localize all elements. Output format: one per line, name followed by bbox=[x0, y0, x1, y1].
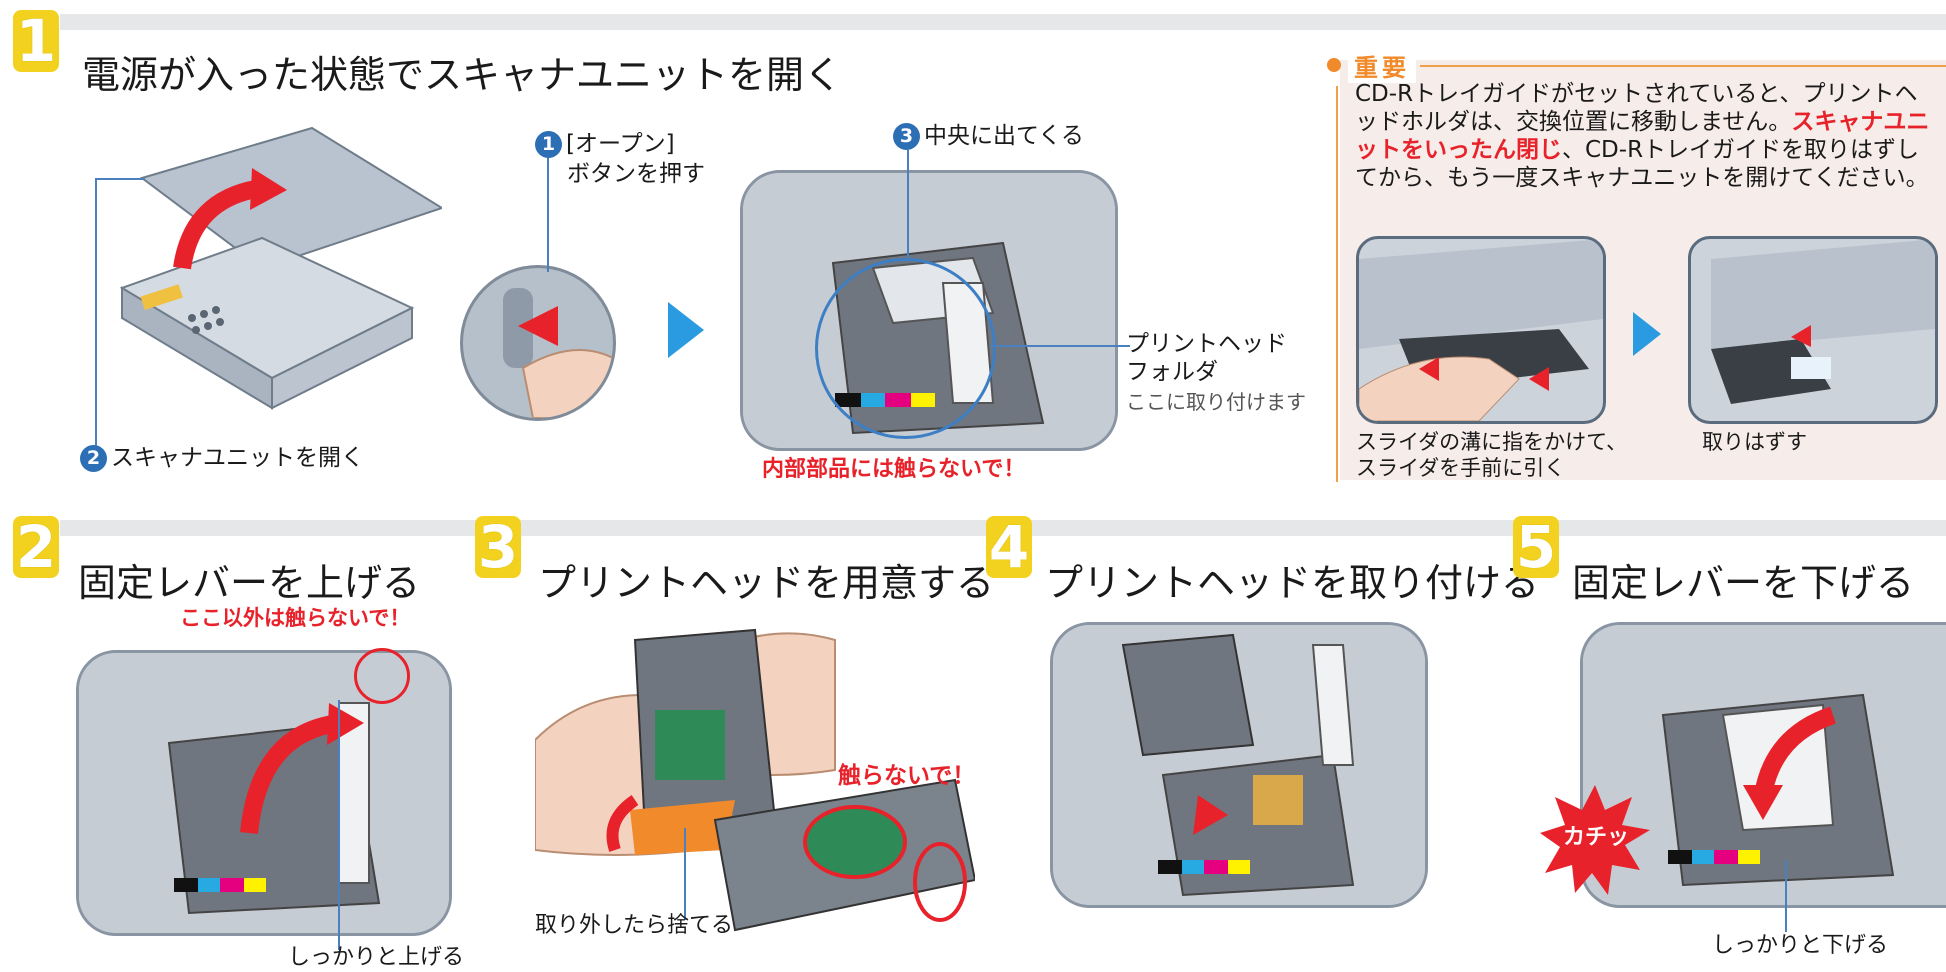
next-arrow-important bbox=[1633, 312, 1661, 356]
step-2-caption: しっかりと上げる bbox=[288, 945, 465, 970]
pointer-line-holder bbox=[990, 345, 1130, 347]
important-text: CD-Rトレイガイドがセットされていると、プリントヘッドホルダは、交換位置に移動… bbox=[1355, 80, 1940, 192]
lever-down-frame bbox=[1580, 622, 1946, 908]
holder-label-line2: フォルダ bbox=[1126, 359, 1218, 385]
important-panel-topline bbox=[1420, 65, 1946, 67]
next-arrow-step1 bbox=[668, 302, 704, 358]
important-panel-border bbox=[1336, 86, 1338, 482]
step-3-number: 3 bbox=[475, 516, 521, 578]
pointer-line-lever-down bbox=[1785, 860, 1787, 932]
holder-label-sub: ここに取り付けます bbox=[1126, 390, 1306, 414]
pointer-line-button bbox=[547, 152, 549, 272]
important-bullet-icon bbox=[1327, 58, 1341, 72]
caption-slider-line1: スライダの溝に指をかけて、 bbox=[1356, 430, 1628, 454]
holder-label-line1: プリントヘッド bbox=[1126, 331, 1287, 357]
step-2-number: 2 bbox=[13, 516, 59, 578]
badge-1: 1 bbox=[535, 131, 562, 158]
remove-guide-illustration bbox=[1688, 236, 1938, 424]
step-1-warning: 内部部品には触らないで！ bbox=[762, 457, 1026, 482]
step-4-number: 4 bbox=[986, 516, 1032, 578]
step-4-title: プリントヘッドを取り付ける bbox=[1045, 561, 1540, 605]
badge-2: 2 bbox=[80, 445, 107, 472]
callout-open-scanner-text: スキャナユニットを開く bbox=[111, 445, 364, 471]
important-heading: 重要 bbox=[1348, 48, 1416, 83]
pointer-line-lever-up bbox=[338, 700, 340, 950]
step-5-number: 5 bbox=[1513, 516, 1559, 578]
click-sound-text: カチッ bbox=[1563, 825, 1630, 850]
callout-center-text: 中央に出てくる bbox=[924, 123, 1084, 149]
callout-open-line1: [オープン] bbox=[566, 131, 675, 157]
important-text-1: CD-Rトレイガイドがセットされていると、プリントヘッドホルダは、交換位置に移動… bbox=[1355, 81, 1918, 135]
step-3-caption: 取り外したら捨てる bbox=[535, 913, 734, 938]
caption-remove: 取りはずす bbox=[1702, 430, 1807, 454]
pointer-line-protect-cap bbox=[684, 828, 686, 920]
holder-zoom-circle bbox=[815, 258, 996, 439]
callout-open-button: 1[オープン] bbox=[535, 130, 675, 158]
step-5-caption: しっかりと下げる bbox=[1712, 933, 1889, 958]
section-band-top bbox=[60, 14, 1946, 30]
step-1-title: 電源が入った状態でスキャナユニットを開く bbox=[82, 53, 843, 97]
step-2-warning: ここ以外は触らないで！ bbox=[180, 606, 411, 630]
slider-pull-illustration bbox=[1356, 236, 1606, 424]
badge-3: 3 bbox=[893, 123, 920, 150]
touch-here-circle bbox=[354, 648, 410, 704]
pointer-line-scanner bbox=[95, 178, 97, 450]
print-head-hands-illustration bbox=[535, 620, 975, 950]
printer-open-illustration bbox=[112, 118, 442, 418]
step-5-title: 固定レバーを下げる bbox=[1572, 561, 1915, 605]
open-button-zoom-circle bbox=[460, 265, 616, 421]
important-text-2: 、CD-Rトレイガイドを取りはずしてから、もう一度スキャナユニットを開けてくださ… bbox=[1355, 137, 1929, 191]
pointer-line-scanner-top bbox=[95, 178, 145, 180]
callout-open-line2: ボタンを押す bbox=[567, 161, 705, 187]
step-1-number: 1 bbox=[13, 10, 59, 72]
step-3-title: プリントヘッドを用意する bbox=[538, 561, 995, 605]
click-burst-icon bbox=[1540, 785, 1650, 895]
caption-slider-line2: スライダを手前に引く bbox=[1356, 456, 1566, 480]
step-2-title: 固定レバーを上げる bbox=[78, 561, 421, 605]
pointer-line-center bbox=[907, 150, 909, 260]
step-3-warning: 触らないで！ bbox=[838, 763, 976, 789]
install-head-frame bbox=[1050, 622, 1428, 908]
important-text-red: スキャナユニットをいったん閉じ bbox=[1355, 109, 1930, 163]
